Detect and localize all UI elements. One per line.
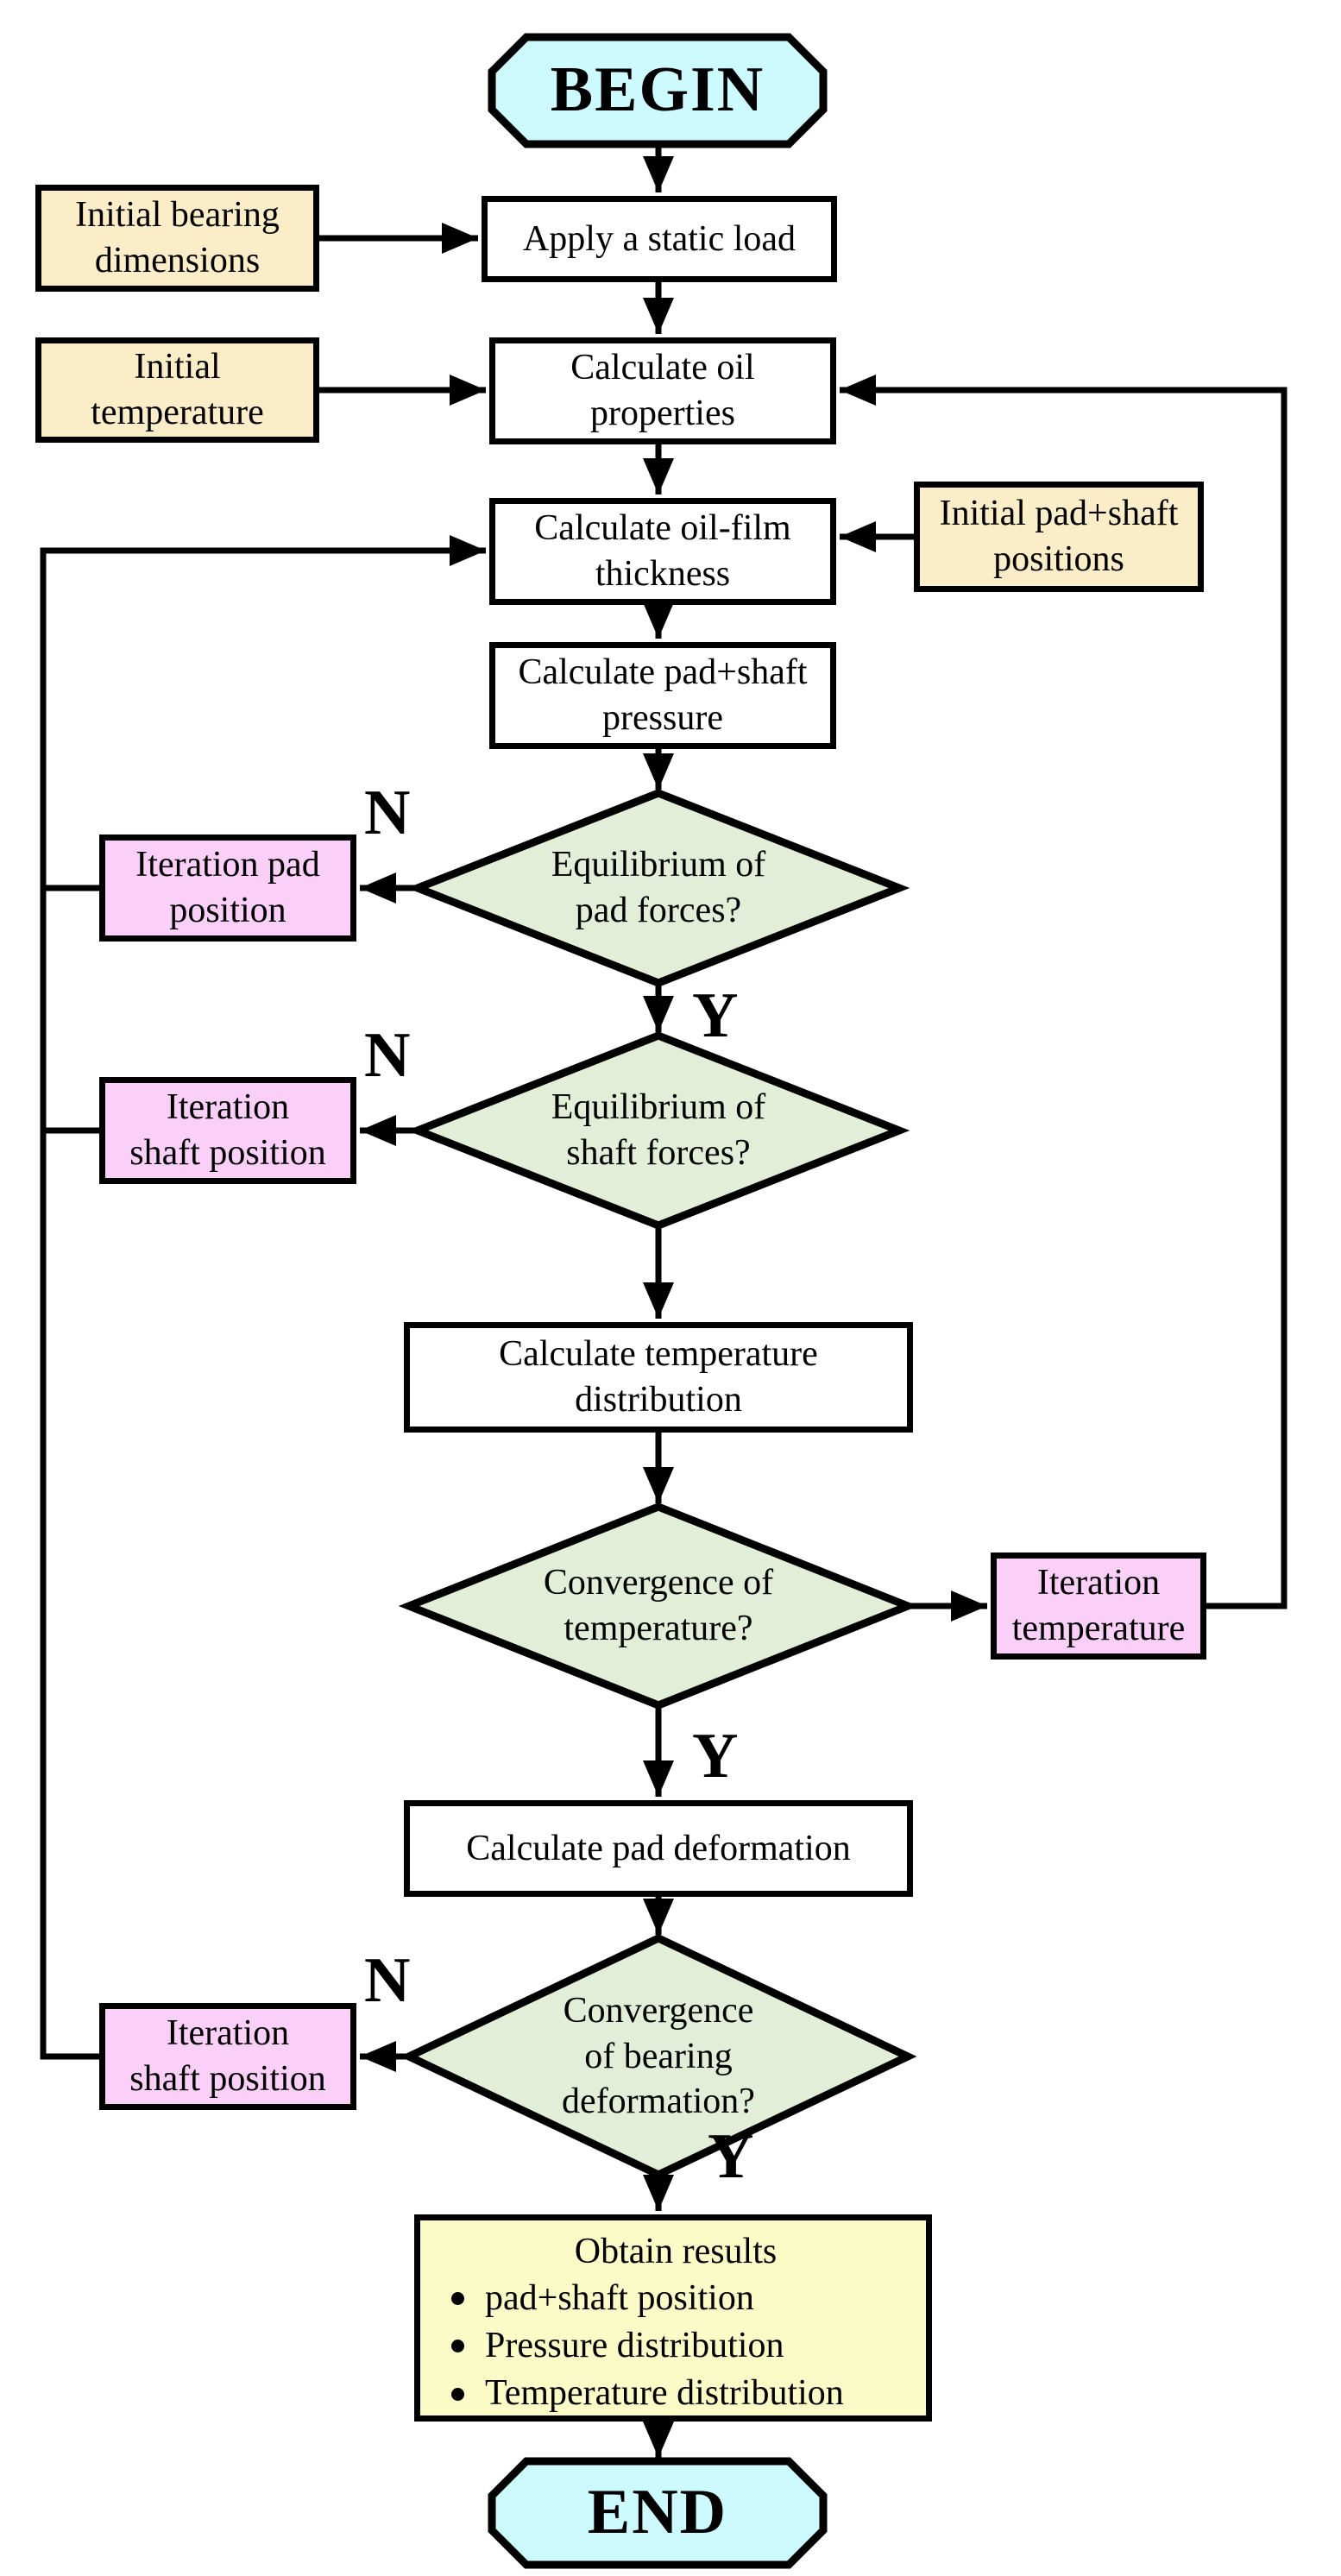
input-initial-temperature: Initial temperature bbox=[35, 337, 319, 443]
decision-label-equilibrium-shaft: Equilibrium of shaft forces? bbox=[551, 1087, 766, 1173]
iteration-pad-position: Iteration pad position bbox=[99, 835, 356, 942]
results-bullet-pressure: Pressure distribution bbox=[443, 2322, 909, 2370]
begin-label: BEGIN bbox=[550, 54, 765, 126]
loop-iteration-temperature bbox=[840, 375, 1287, 1609]
branch-y-temperature: Y bbox=[692, 1721, 739, 1792]
results-bullet-label: pad+shaft position bbox=[485, 2277, 754, 2318]
bullet-icon bbox=[451, 2291, 464, 2305]
end-label: END bbox=[587, 2477, 728, 2548]
bullet-icon bbox=[451, 2340, 464, 2353]
process-calc-temperature-distribution: Calculate temperature distribution bbox=[404, 1322, 913, 1433]
iteration-shaft-position-1: Iteration shaft position bbox=[99, 1077, 356, 1184]
process-calc-oil-properties: Calculate oil properties bbox=[489, 337, 836, 444]
branch-y-pad-forces: Y bbox=[692, 980, 739, 1051]
branch-n-bearing: N bbox=[364, 1945, 411, 2016]
decision-label-equilibrium-pad: Equilibrium of pad forces? bbox=[551, 845, 766, 930]
branch-y-bearing: Y bbox=[708, 2121, 754, 2192]
begin-terminator bbox=[488, 33, 828, 148]
decision-equilibrium-shaft bbox=[406, 1031, 910, 1230]
process-calc-oil-film-thickness: Calculate oil-film thickness bbox=[489, 498, 836, 605]
branch-n-pad-forces: N bbox=[364, 778, 411, 848]
results-bullet-pad-shaft: pad+shaft position bbox=[443, 2275, 909, 2322]
decision-equilibrium-pad bbox=[406, 789, 910, 987]
input-initial-bearing-dimensions: Initial bearing dimensions bbox=[35, 185, 319, 292]
iteration-temperature: Iteration temperature bbox=[991, 1553, 1206, 1660]
decision-label-convergence-temperature: Convergence of temperature? bbox=[543, 1563, 774, 1648]
input-initial-pad-shaft-positions: Initial pad+shaft positions bbox=[914, 482, 1204, 592]
process-calc-pad-shaft-pressure: Calculate pad+shaft pressure bbox=[489, 642, 836, 749]
loop-left-feedback bbox=[40, 535, 486, 2060]
branch-n-shaft-forces: N bbox=[364, 1020, 411, 1091]
results-bullet-temperature: Temperature distribution bbox=[443, 2370, 909, 2417]
bullet-icon bbox=[451, 2387, 464, 2401]
end-terminator bbox=[488, 2457, 828, 2569]
decision-convergence-temperature bbox=[398, 1502, 919, 1710]
results-box: Obtain results pad+shaft position Pressu… bbox=[414, 2214, 932, 2422]
results-bullet-label: Pressure distribution bbox=[485, 2325, 784, 2365]
decision-label-convergence-bearing: Convergence of bearing deformation? bbox=[562, 1990, 755, 2122]
results-bullet-label: Temperature distribution bbox=[485, 2373, 844, 2414]
process-apply-static-load: Apply a static load bbox=[482, 196, 837, 282]
process-calc-pad-deformation: Calculate pad deformation bbox=[404, 1800, 913, 1897]
decision-convergence-bearing bbox=[400, 1934, 917, 2179]
iteration-shaft-position-2: Iteration shaft position bbox=[99, 2003, 356, 2110]
results-title: Obtain results bbox=[574, 2232, 778, 2271]
